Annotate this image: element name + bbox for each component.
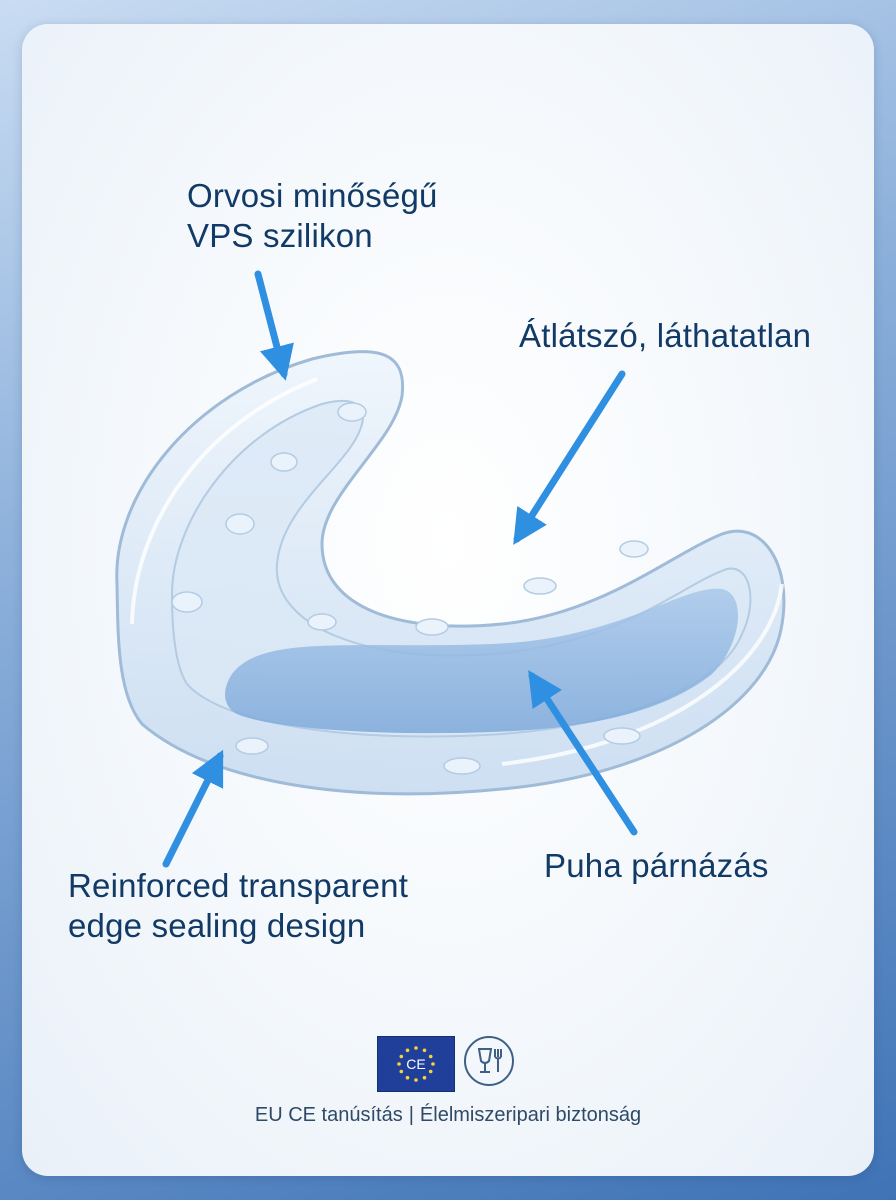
- caption-separator: |: [408, 1104, 414, 1126]
- callout-edge-line1: Reinforced transparent: [68, 867, 409, 904]
- mouthguard-illustration: [115, 270, 786, 868]
- ce-mark: CE: [406, 1056, 425, 1072]
- product-card: Orvosi minőségű VPS szilikon Átlátszó, l…: [22, 24, 874, 1176]
- certification-badges: CE: [377, 1036, 537, 1092]
- food-safety-text: Élelmiszeripari biztonság: [419, 1104, 642, 1126]
- arrow-padding: [528, 670, 638, 836]
- rim-highlight: [130, 377, 784, 766]
- callout-soft-padding: Puha párnázás: [544, 846, 769, 886]
- callout-padding-line1: Puha párnázás: [544, 847, 769, 884]
- texture-dots: [171, 402, 649, 775]
- callout-transparent: Átlátszó, láthatatlan: [519, 316, 811, 356]
- callout-vps-line2: VPS szilikon: [187, 217, 373, 254]
- eu-ce-certification-text: EU CE tanúsítás: [254, 1104, 403, 1126]
- arrow-edge: [162, 749, 224, 868]
- food-safe-glass-fork-icon: [464, 1036, 514, 1086]
- certification-caption: EU CE tanúsítás|Élelmiszeripari biztonsá…: [22, 1102, 874, 1128]
- callout-vps-silicone: Orvosi minőségű VPS szilikon: [187, 176, 438, 256]
- callout-vps-line1: Orvosi minőségű: [187, 177, 438, 214]
- soft-padding: [225, 588, 739, 734]
- arrow-vps: [254, 270, 294, 381]
- callout-edge-line2: edge sealing design: [68, 907, 366, 944]
- callout-edge-sealing: Reinforced transparent edge sealing desi…: [68, 866, 408, 946]
- eu-ce-flag-icon: CE: [377, 1036, 455, 1092]
- callout-transparent-line1: Átlátszó, láthatatlan: [519, 317, 812, 354]
- arrow-transparent: [513, 370, 626, 545]
- callout-arrows: [162, 270, 638, 868]
